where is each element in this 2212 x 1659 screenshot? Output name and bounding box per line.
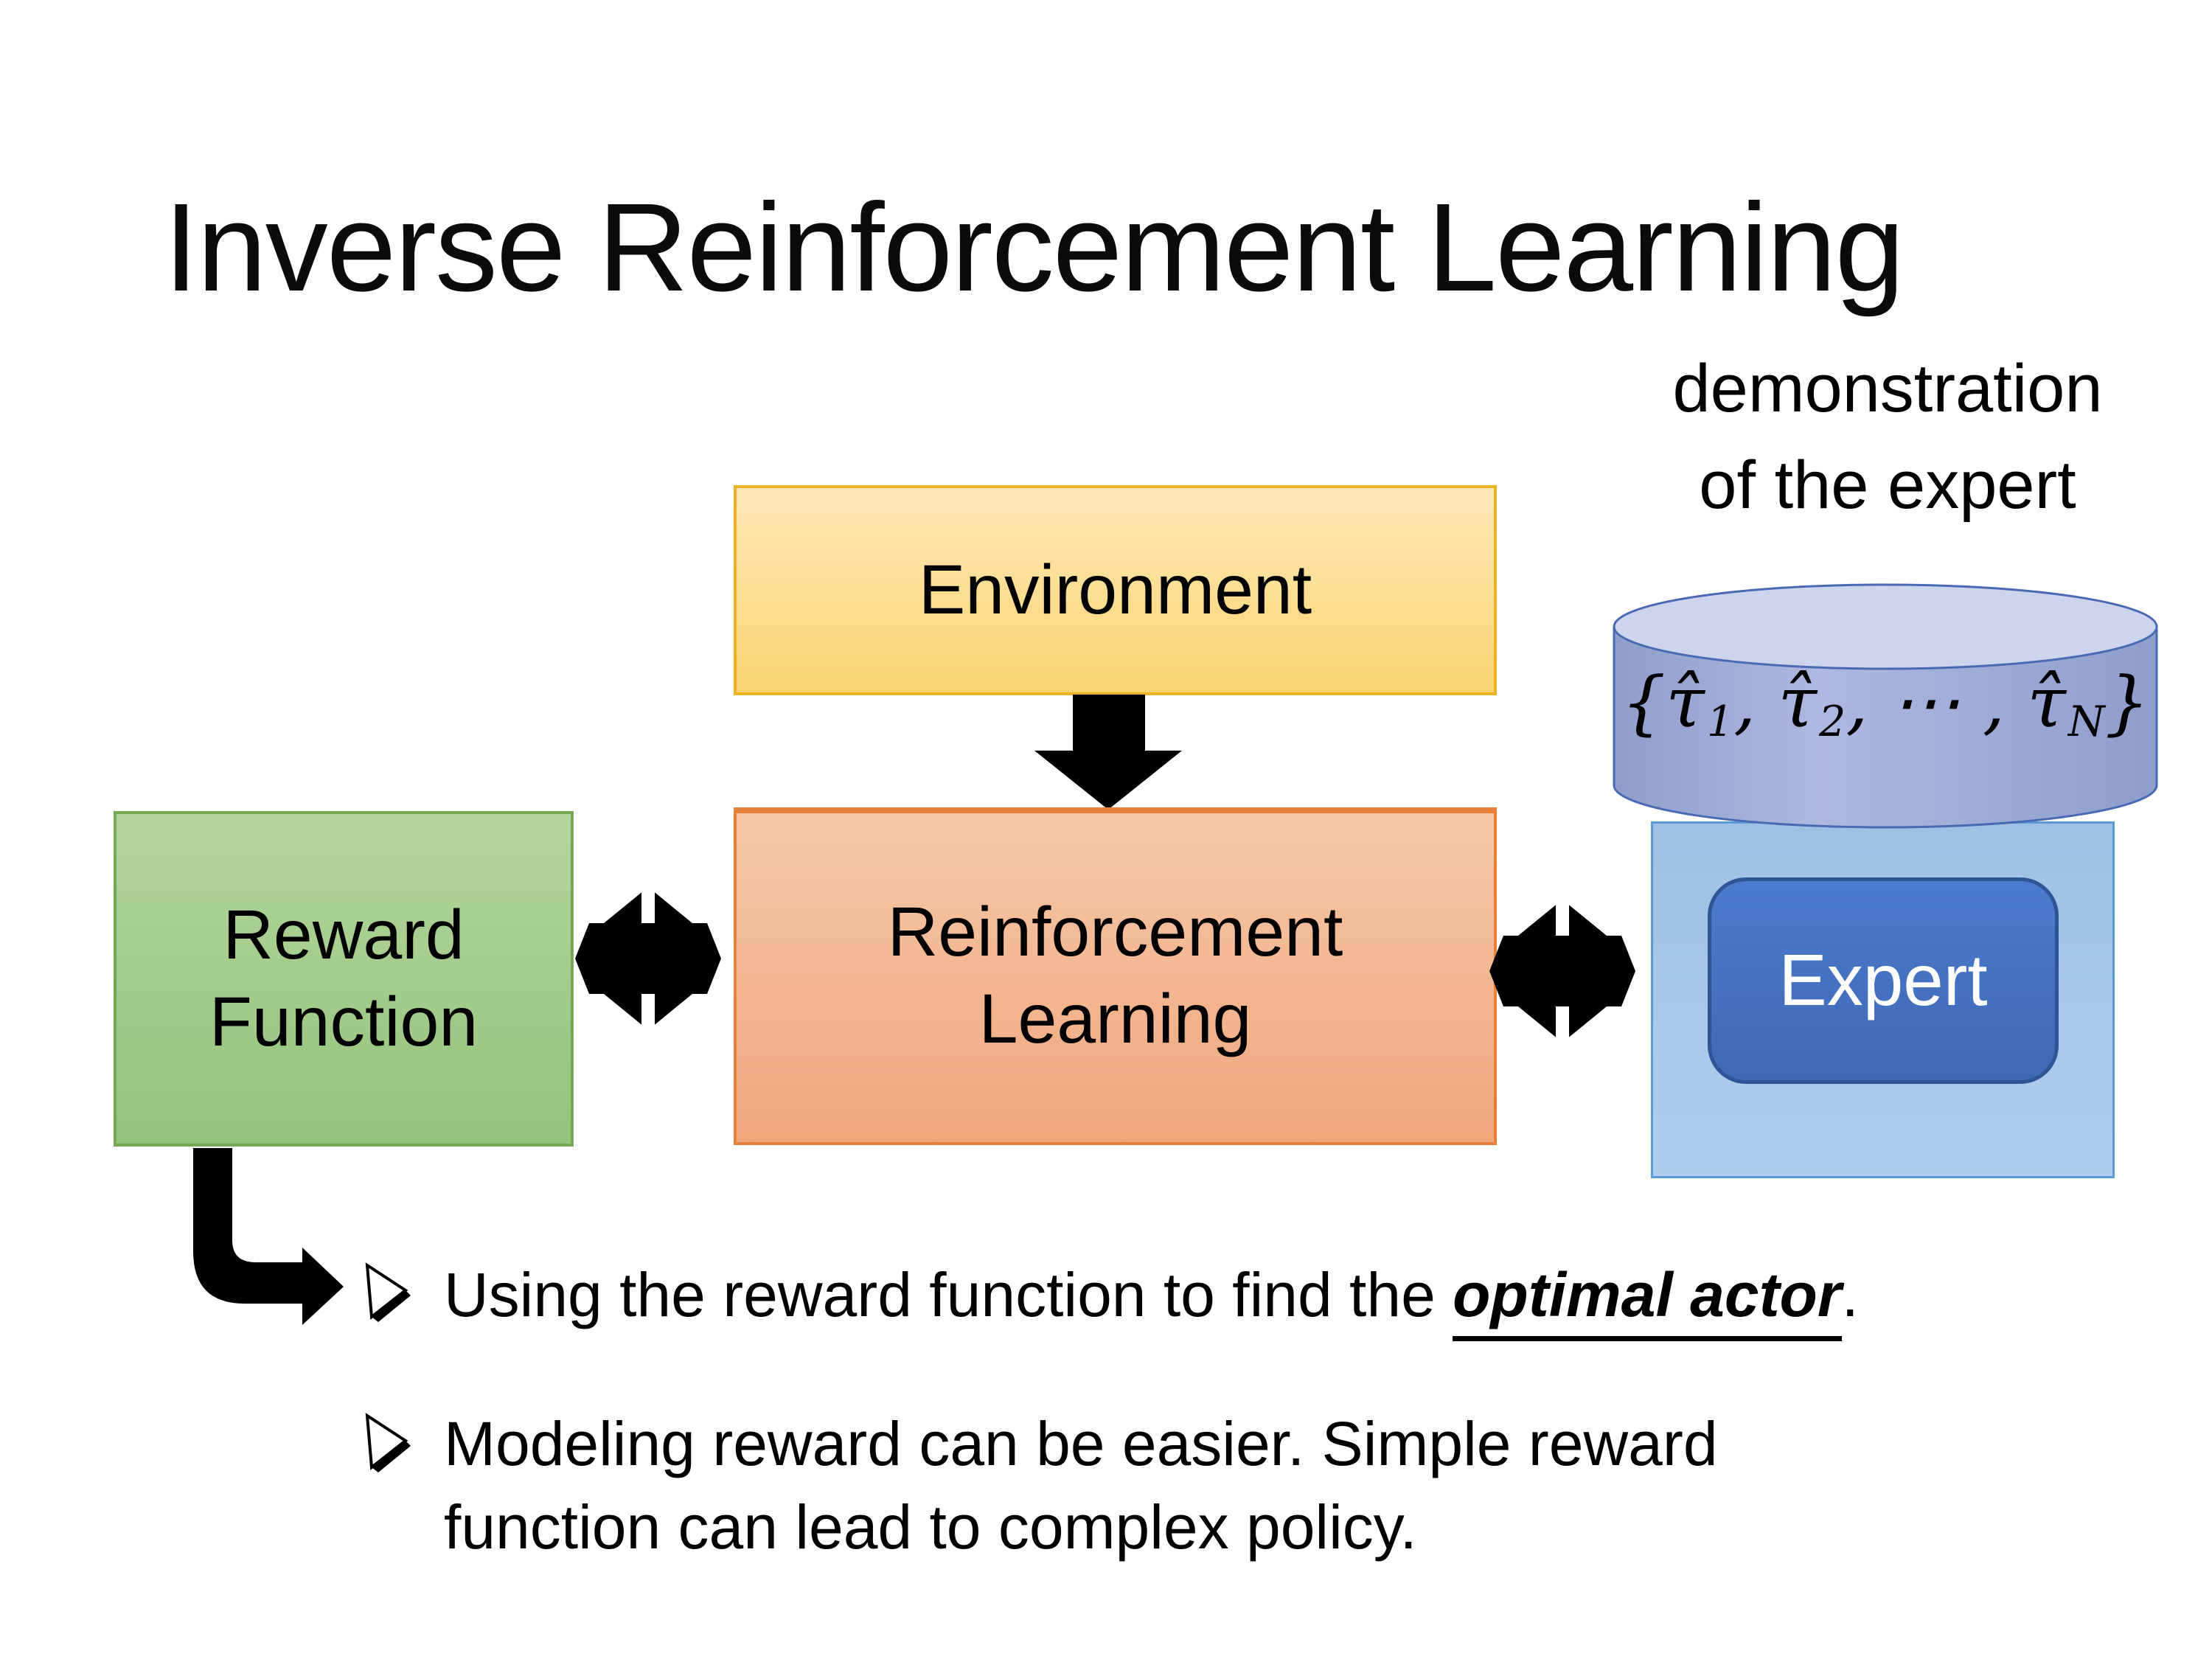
formula-sep1: , bbox=[1733, 662, 1778, 743]
page-title: Inverse Reinforcement Learning bbox=[164, 178, 1905, 318]
arrow-bullet-icon bbox=[365, 1262, 411, 1322]
rl-label-line2: Learning bbox=[978, 980, 1252, 1058]
formula-tau1: τ̂ bbox=[1666, 662, 1705, 743]
formula-subN: N bbox=[2067, 697, 2105, 746]
environment-label: Environment bbox=[918, 550, 1312, 629]
down-arrow-icon bbox=[1034, 695, 1182, 810]
bullet-2-line2: function can lead to complex policy. bbox=[444, 1492, 1417, 1562]
formula-sub2: 2 bbox=[1819, 697, 1846, 746]
demonstration-database-cylinder-icon bbox=[1613, 583, 2158, 829]
demonstration-caption-line1: demonstration bbox=[1672, 351, 2103, 426]
formula-sep2: , ⋯ , bbox=[1846, 662, 2028, 743]
formula-tau2: τ̂ bbox=[1778, 662, 1818, 743]
bullet-1-post: . bbox=[1841, 1260, 1859, 1329]
reward-label-line1: Reward bbox=[223, 895, 465, 974]
reinforcement-learning-box: Reinforcement Learning bbox=[734, 807, 1497, 1145]
expert-box: Expert bbox=[1708, 877, 2059, 1084]
elbow-arrow-icon bbox=[193, 1148, 344, 1325]
demonstration-caption: demonstration of the expert bbox=[1571, 341, 2205, 533]
bullet-2-text: Modeling reward can be easier. Simple re… bbox=[444, 1402, 1718, 1569]
demonstration-caption-line2: of the expert bbox=[1699, 447, 2076, 523]
formula-sub1: 1 bbox=[1706, 697, 1734, 746]
formula-close-brace: } bbox=[2104, 662, 2150, 743]
bullet-1-pre: Using the reward function to find the bbox=[444, 1260, 1453, 1329]
trajectory-set-formula: {τ̂1, τ̂2, ⋯ , τ̂N} bbox=[1612, 662, 2159, 746]
bullet-1-emphasis: optimal actor bbox=[1453, 1260, 1842, 1341]
arrow-bullet-icon bbox=[365, 1413, 411, 1472]
expert-label: Expert bbox=[1778, 939, 1988, 1021]
formula-open-brace: { bbox=[1621, 662, 1666, 743]
formula-tauN: τ̂ bbox=[2027, 662, 2066, 743]
bullet-1-text: Using the reward function to find the op… bbox=[444, 1253, 1859, 1341]
environment-box: Environment bbox=[734, 485, 1497, 695]
rl-label-line1: Reinforcement bbox=[887, 893, 1343, 972]
reward-function-box: Reward Function bbox=[114, 811, 574, 1147]
reward-label-line2: Function bbox=[209, 982, 479, 1061]
exchange-arrow-right-icon bbox=[1489, 898, 1635, 1044]
exchange-arrow-left-icon bbox=[575, 886, 721, 1032]
bullet-2-line1: Modeling reward can be easier. Simple re… bbox=[444, 1409, 1718, 1478]
